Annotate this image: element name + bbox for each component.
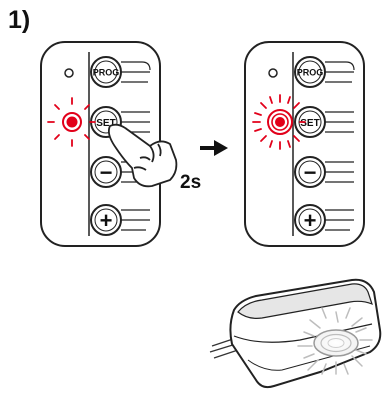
- set-button[interactable]: SET: [294, 106, 326, 138]
- press-duration-label: 2s: [180, 172, 201, 193]
- prog-button[interactable]: PROG: [90, 56, 122, 88]
- prog-button-label: PROG: [93, 68, 120, 78]
- prog-button[interactable]: PROG: [294, 56, 326, 88]
- device-light-icon: [209, 278, 382, 389]
- minus-button-label: −: [100, 160, 113, 185]
- plus-button-label: +: [304, 208, 317, 233]
- keypad-panel-right: PROG SET − +: [244, 41, 365, 247]
- keypad-panel-left: PROG SET − +: [40, 41, 161, 247]
- plus-button[interactable]: +: [90, 204, 122, 236]
- led-blink-icon: [47, 97, 96, 147]
- set-button-label: SET: [300, 118, 319, 129]
- arrow-right-icon: [200, 140, 228, 156]
- hand-press-icon: [107, 123, 178, 188]
- indicator-led: [268, 68, 278, 78]
- prog-button-label: PROG: [297, 68, 324, 78]
- set-button-label: SET: [96, 118, 115, 129]
- minus-button[interactable]: −: [90, 156, 122, 188]
- step-label: 1): [8, 6, 31, 34]
- minus-button-label: −: [304, 160, 317, 185]
- plus-button[interactable]: +: [294, 204, 326, 236]
- minus-button[interactable]: −: [294, 156, 326, 188]
- indicator-led: [64, 68, 74, 78]
- led-blink-icon: [252, 94, 306, 150]
- plus-button-label: +: [100, 208, 113, 233]
